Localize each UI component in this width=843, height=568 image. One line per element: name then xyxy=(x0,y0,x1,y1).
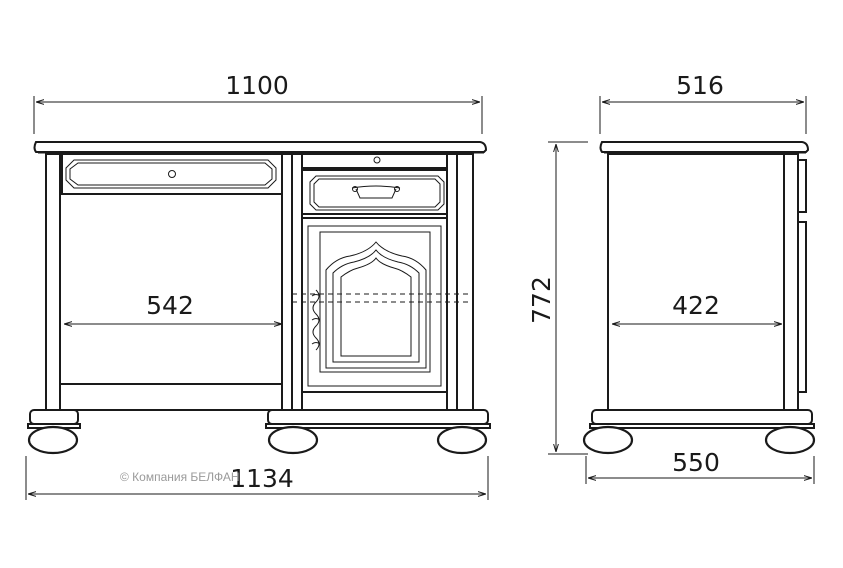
side-view xyxy=(582,141,816,455)
front-view xyxy=(27,141,491,455)
side-foot-left xyxy=(582,425,634,455)
dim-knee-width: 542 xyxy=(146,291,194,320)
side-panel xyxy=(607,153,785,411)
dim-overall-width: 1134 xyxy=(230,464,294,493)
dim-side-depth: 550 xyxy=(672,448,720,477)
front-left-base xyxy=(29,409,79,425)
drawer-handle-icon xyxy=(351,185,401,199)
front-foot-left xyxy=(27,425,79,455)
front-left-drawer xyxy=(61,153,283,195)
front-foot-mid xyxy=(267,425,319,455)
front-foot-right xyxy=(436,425,488,455)
door-escutcheon-icon xyxy=(311,289,321,351)
dimension-lines xyxy=(25,96,815,500)
front-left-leg-inner xyxy=(281,153,293,411)
side-tabletop xyxy=(599,141,810,153)
front-right-base xyxy=(267,409,489,425)
dim-side-width: 516 xyxy=(676,71,724,100)
dim-front-width: 1100 xyxy=(225,71,289,100)
side-foot-right xyxy=(764,425,816,455)
dimension-labels: 1100 516 542 422 772 1134 550 © Компания… xyxy=(120,71,724,493)
copyright-watermark: © Компания БЕЛФАН xyxy=(120,470,240,484)
keyhole-icon xyxy=(168,170,176,178)
dim-height: 772 xyxy=(527,276,556,324)
front-left-leg xyxy=(45,153,61,411)
front-right-leg xyxy=(456,153,474,411)
dim-side-inner-width: 422 xyxy=(672,291,720,320)
keyhole-icon xyxy=(373,156,381,164)
front-tabletop xyxy=(33,141,488,153)
side-drawer-fronts xyxy=(797,159,807,213)
